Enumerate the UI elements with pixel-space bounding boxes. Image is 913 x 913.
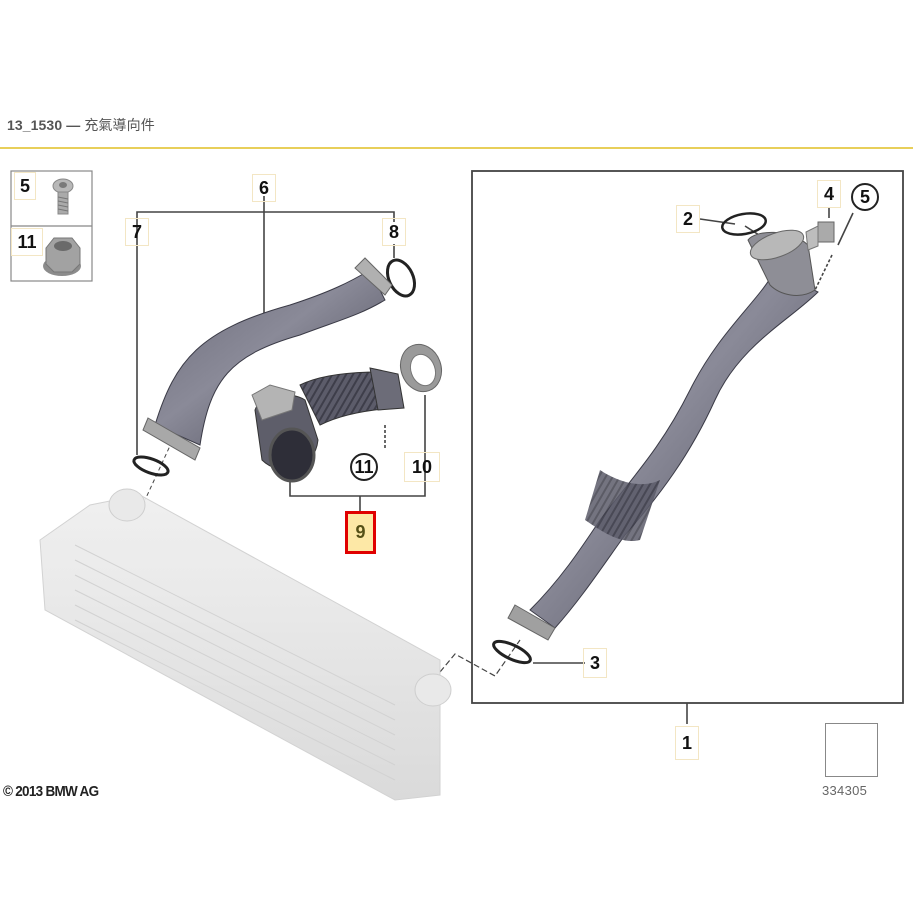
- leader-lines: [136, 170, 904, 724]
- o-rings: [132, 212, 767, 665]
- callout-2[interactable]: 2: [676, 205, 700, 233]
- diagram-header: 13_1530 — 充氣導向件: [0, 108, 913, 149]
- navigate-back-button[interactable]: [825, 723, 878, 777]
- callout-5[interactable]: 5: [848, 180, 882, 214]
- pressure-sensor-4: [805, 221, 835, 251]
- sealing-ring-10: [399, 343, 443, 393]
- page-title: 13_1530 — 充氣導向件: [7, 115, 155, 135]
- copyright-text: © 2013 BMW AG: [3, 783, 99, 800]
- diagram-number: 334305: [822, 783, 868, 798]
- charge-air-pipe-1: [507, 229, 819, 641]
- header-divider: [0, 147, 913, 149]
- hex-nut-icon: [43, 237, 81, 276]
- callout-4[interactable]: 4: [817, 180, 841, 208]
- title-separator: —: [66, 117, 81, 133]
- diagram-title: 充氣導向件: [84, 117, 155, 133]
- callout-10[interactable]: 10: [404, 452, 440, 482]
- charge-air-pipe-6: [142, 257, 393, 461]
- o-ring-3: [492, 639, 532, 665]
- callout-8[interactable]: 8: [382, 218, 406, 246]
- callout-9-selected[interactable]: 9: [345, 511, 376, 554]
- diagram-code: 13_1530: [7, 117, 63, 133]
- charge-air-duct-9: [251, 367, 405, 483]
- callout-3[interactable]: 3: [583, 648, 607, 678]
- callout-1[interactable]: 1: [675, 726, 699, 760]
- o-ring-7: [132, 455, 170, 477]
- callout-6[interactable]: 6: [252, 174, 276, 202]
- hardware-legend-box: [10, 170, 93, 282]
- intercooler: [39, 488, 452, 801]
- o-ring-2: [721, 212, 767, 236]
- screw-icon: [52, 178, 74, 215]
- callout-7[interactable]: 7: [125, 218, 149, 246]
- o-ring-8: [385, 258, 417, 298]
- callout-5-legend[interactable]: 5: [14, 172, 36, 200]
- callout-11-legend[interactable]: 11: [11, 228, 43, 256]
- callout-11[interactable]: 11: [346, 452, 382, 482]
